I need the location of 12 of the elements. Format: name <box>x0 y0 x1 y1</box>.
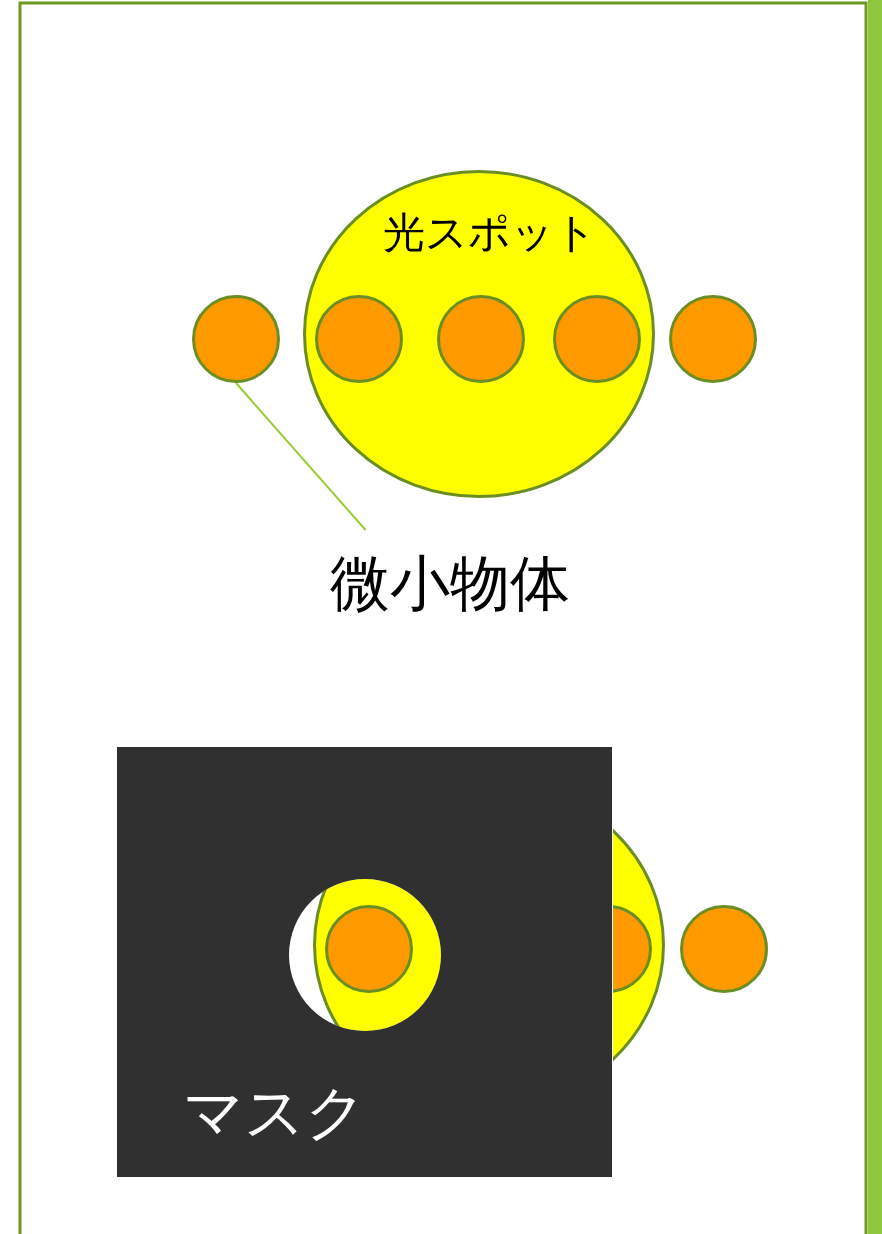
particle-circle <box>669 295 757 383</box>
particle-circle <box>553 295 641 383</box>
particle-circle <box>437 295 525 383</box>
spot-label: 光スポット <box>383 210 597 257</box>
light-spot-circle <box>303 170 655 498</box>
particle-circle <box>680 905 768 993</box>
mask-label: マスク <box>183 1079 366 1145</box>
leader-line <box>235 382 367 531</box>
object-label: 微小物体 <box>330 550 570 616</box>
mask-panel <box>117 747 612 1177</box>
particle-circle <box>315 295 403 383</box>
particle-circle <box>192 295 280 383</box>
